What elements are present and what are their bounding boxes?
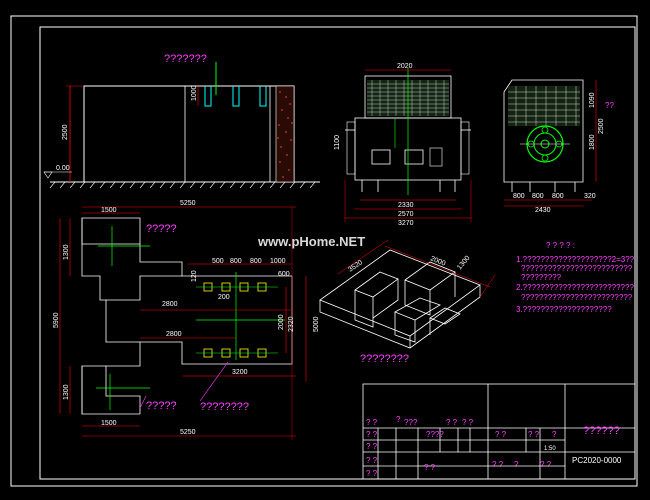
front-view: 2020 2330 2570 3270 1100 <box>334 63 472 227</box>
side-h3: 1800 <box>589 134 596 150</box>
iso-dim3: 1300 <box>456 255 471 272</box>
frame-border <box>39 26 636 480</box>
note-line1b: ????????????????????????? <box>521 264 633 273</box>
plan-bottom-callout2: ???????? <box>200 401 249 413</box>
watermark: www.pHome.NET <box>257 234 365 249</box>
plan-top-dim: 5250 <box>180 200 196 207</box>
plan-600: 600 <box>278 271 290 278</box>
plan-120: 120 <box>191 270 198 282</box>
tb-r1c3: ? ? <box>446 418 458 427</box>
iso-title: ???????? <box>360 353 409 365</box>
side-h1: 1090 <box>589 92 596 108</box>
plan-top-callout: ????? <box>146 223 177 235</box>
tb-r2c4: ? ? <box>528 430 540 439</box>
tb-r3c5: ? ? <box>540 460 552 469</box>
front-side-dim: 1100 <box>334 135 341 150</box>
plan-1000: 1000 <box>270 258 286 265</box>
front-width-dim: 2020 <box>397 63 413 70</box>
tb-r3c2: ? ? <box>366 469 378 478</box>
note-line1: 1.????????????????????2=3?? <box>516 255 635 264</box>
elev-inner-dim: 1000 <box>191 85 198 101</box>
iso-dim2: 3520 <box>347 259 364 274</box>
front-base2-dim: 2570 <box>398 211 414 218</box>
side-b2: 800 <box>532 193 544 200</box>
tb-r1b: ? ? <box>366 430 378 439</box>
tb-scale: 1:50 <box>544 446 556 452</box>
side-view: 1090 2500 1800 ?? 800 800 800 320 2430 <box>503 79 614 214</box>
plan-5000: 5000 <box>313 316 320 332</box>
tb-drawing-name: ?????? <box>583 425 620 437</box>
plan-2800b: 2800 <box>166 331 182 338</box>
plan-1300a: 1300 <box>63 244 70 260</box>
tb-r1c4: ? ? <box>462 418 474 427</box>
plan-800a: 800 <box>230 258 242 265</box>
tb-drawing-no: PC2020-0000 <box>572 456 622 465</box>
tb-q3: ? <box>552 430 557 439</box>
notes-heading: ? ? ? ? : <box>546 241 575 250</box>
elev-height-dim: 2500 <box>62 124 69 140</box>
tb-q1: ? <box>396 415 401 424</box>
tb-r1c1: ? ? <box>366 418 378 427</box>
plan-500: 500 <box>212 258 224 265</box>
plan-2800a: 2800 <box>162 301 178 308</box>
tb-q2: ? <box>514 460 519 469</box>
plan-2320: 2320 <box>288 316 295 332</box>
side-q: ?? <box>605 101 614 110</box>
plan-2000: 2000 <box>278 314 285 330</box>
note-line3: 3.???????????????????? <box>516 305 612 314</box>
plan-200: 200 <box>218 294 230 301</box>
plan-800b: 800 <box>250 258 262 265</box>
title-block-text: ? ? ??? ? ? ? ? ? ? ? ? ???? ? ? ? ? ? ?… <box>366 415 622 478</box>
side-h2: 2500 <box>598 118 605 134</box>
plan-5900: 5900 <box>53 312 60 328</box>
top-callout: ??????? <box>164 53 207 65</box>
notes-block: ? ? ? ? : 1.????????????????????2=3?? ??… <box>516 241 635 314</box>
tb-r3c3: ? ? <box>424 463 436 472</box>
tb-r3c4: ? ? <box>492 460 504 469</box>
plan-1300b: 1300 <box>63 384 70 400</box>
plan-1500a: 1500 <box>101 207 117 214</box>
front-base1-dim: 2330 <box>398 202 414 209</box>
tb-r1c2: ??? <box>404 418 418 427</box>
plan-bottom-dim: 5250 <box>180 429 196 436</box>
side-b3: 800 <box>552 193 564 200</box>
isometric-view: 2000 3520 1300 <box>319 239 496 349</box>
tb-r2c3: ? ? <box>495 430 507 439</box>
plan-bottom-callout1: ????? <box>146 400 177 412</box>
side-total: 2430 <box>535 207 551 214</box>
plan-3200: 3200 <box>232 369 248 376</box>
side-b1: 800 <box>513 193 525 200</box>
note-line2: 2.????????????????????????? <box>516 283 634 292</box>
elev-ground-level: 0.00 <box>56 165 70 172</box>
plan-1500b: 1500 <box>101 420 117 427</box>
plan-view: 5250 1500 1300 5900 1300 500 800 800 100… <box>53 200 320 440</box>
front-base3-dim: 3270 <box>398 220 414 227</box>
note-line2b: ????????????????????????? <box>521 293 633 302</box>
tb-r3c1: ? ? <box>366 456 378 465</box>
elevation-view: 2500 1000 0.00 ??????? <box>43 53 320 189</box>
title-block <box>362 383 636 480</box>
sheet-border <box>10 15 638 487</box>
tb-r2c1: ? ? <box>366 442 378 451</box>
tb-r2c2: ???? <box>426 430 444 439</box>
side-b4: 320 <box>584 193 596 200</box>
note-line1c: ????????? <box>521 273 562 282</box>
